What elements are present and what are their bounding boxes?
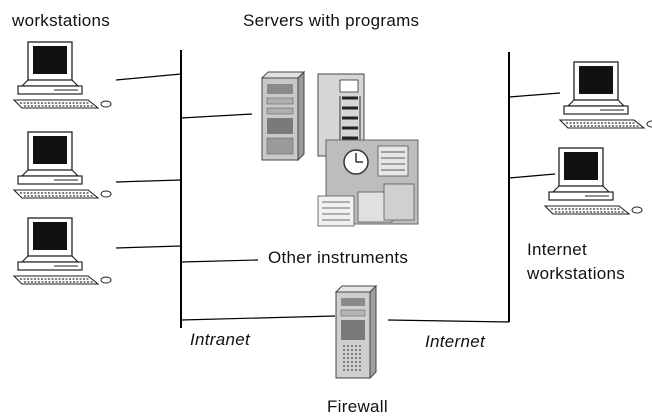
workstations-label: workstations <box>12 11 111 30</box>
right-connectors <box>387 92 561 323</box>
instrument-panel-icon <box>317 139 419 227</box>
intranet-workstation-1 <box>13 41 112 109</box>
internet-workstation-1 <box>559 61 652 129</box>
firewall-label: Firewall <box>327 397 388 416</box>
servers-label: Servers with programs <box>243 11 420 30</box>
internet-workstations-label-line2: workstations <box>527 264 626 283</box>
intranet-label: Intranet <box>190 330 251 349</box>
intranet-workstation-3 <box>13 217 112 285</box>
firewall-tower-icon <box>334 284 378 380</box>
internet-workstations-label-line1: Internet <box>527 240 588 259</box>
left-connectors <box>115 73 336 321</box>
instruments-label: Other instruments <box>268 248 409 267</box>
internet-workstation-2 <box>544 147 643 215</box>
internet-label: Internet <box>425 332 486 351</box>
intranet-workstation-2 <box>13 131 112 199</box>
